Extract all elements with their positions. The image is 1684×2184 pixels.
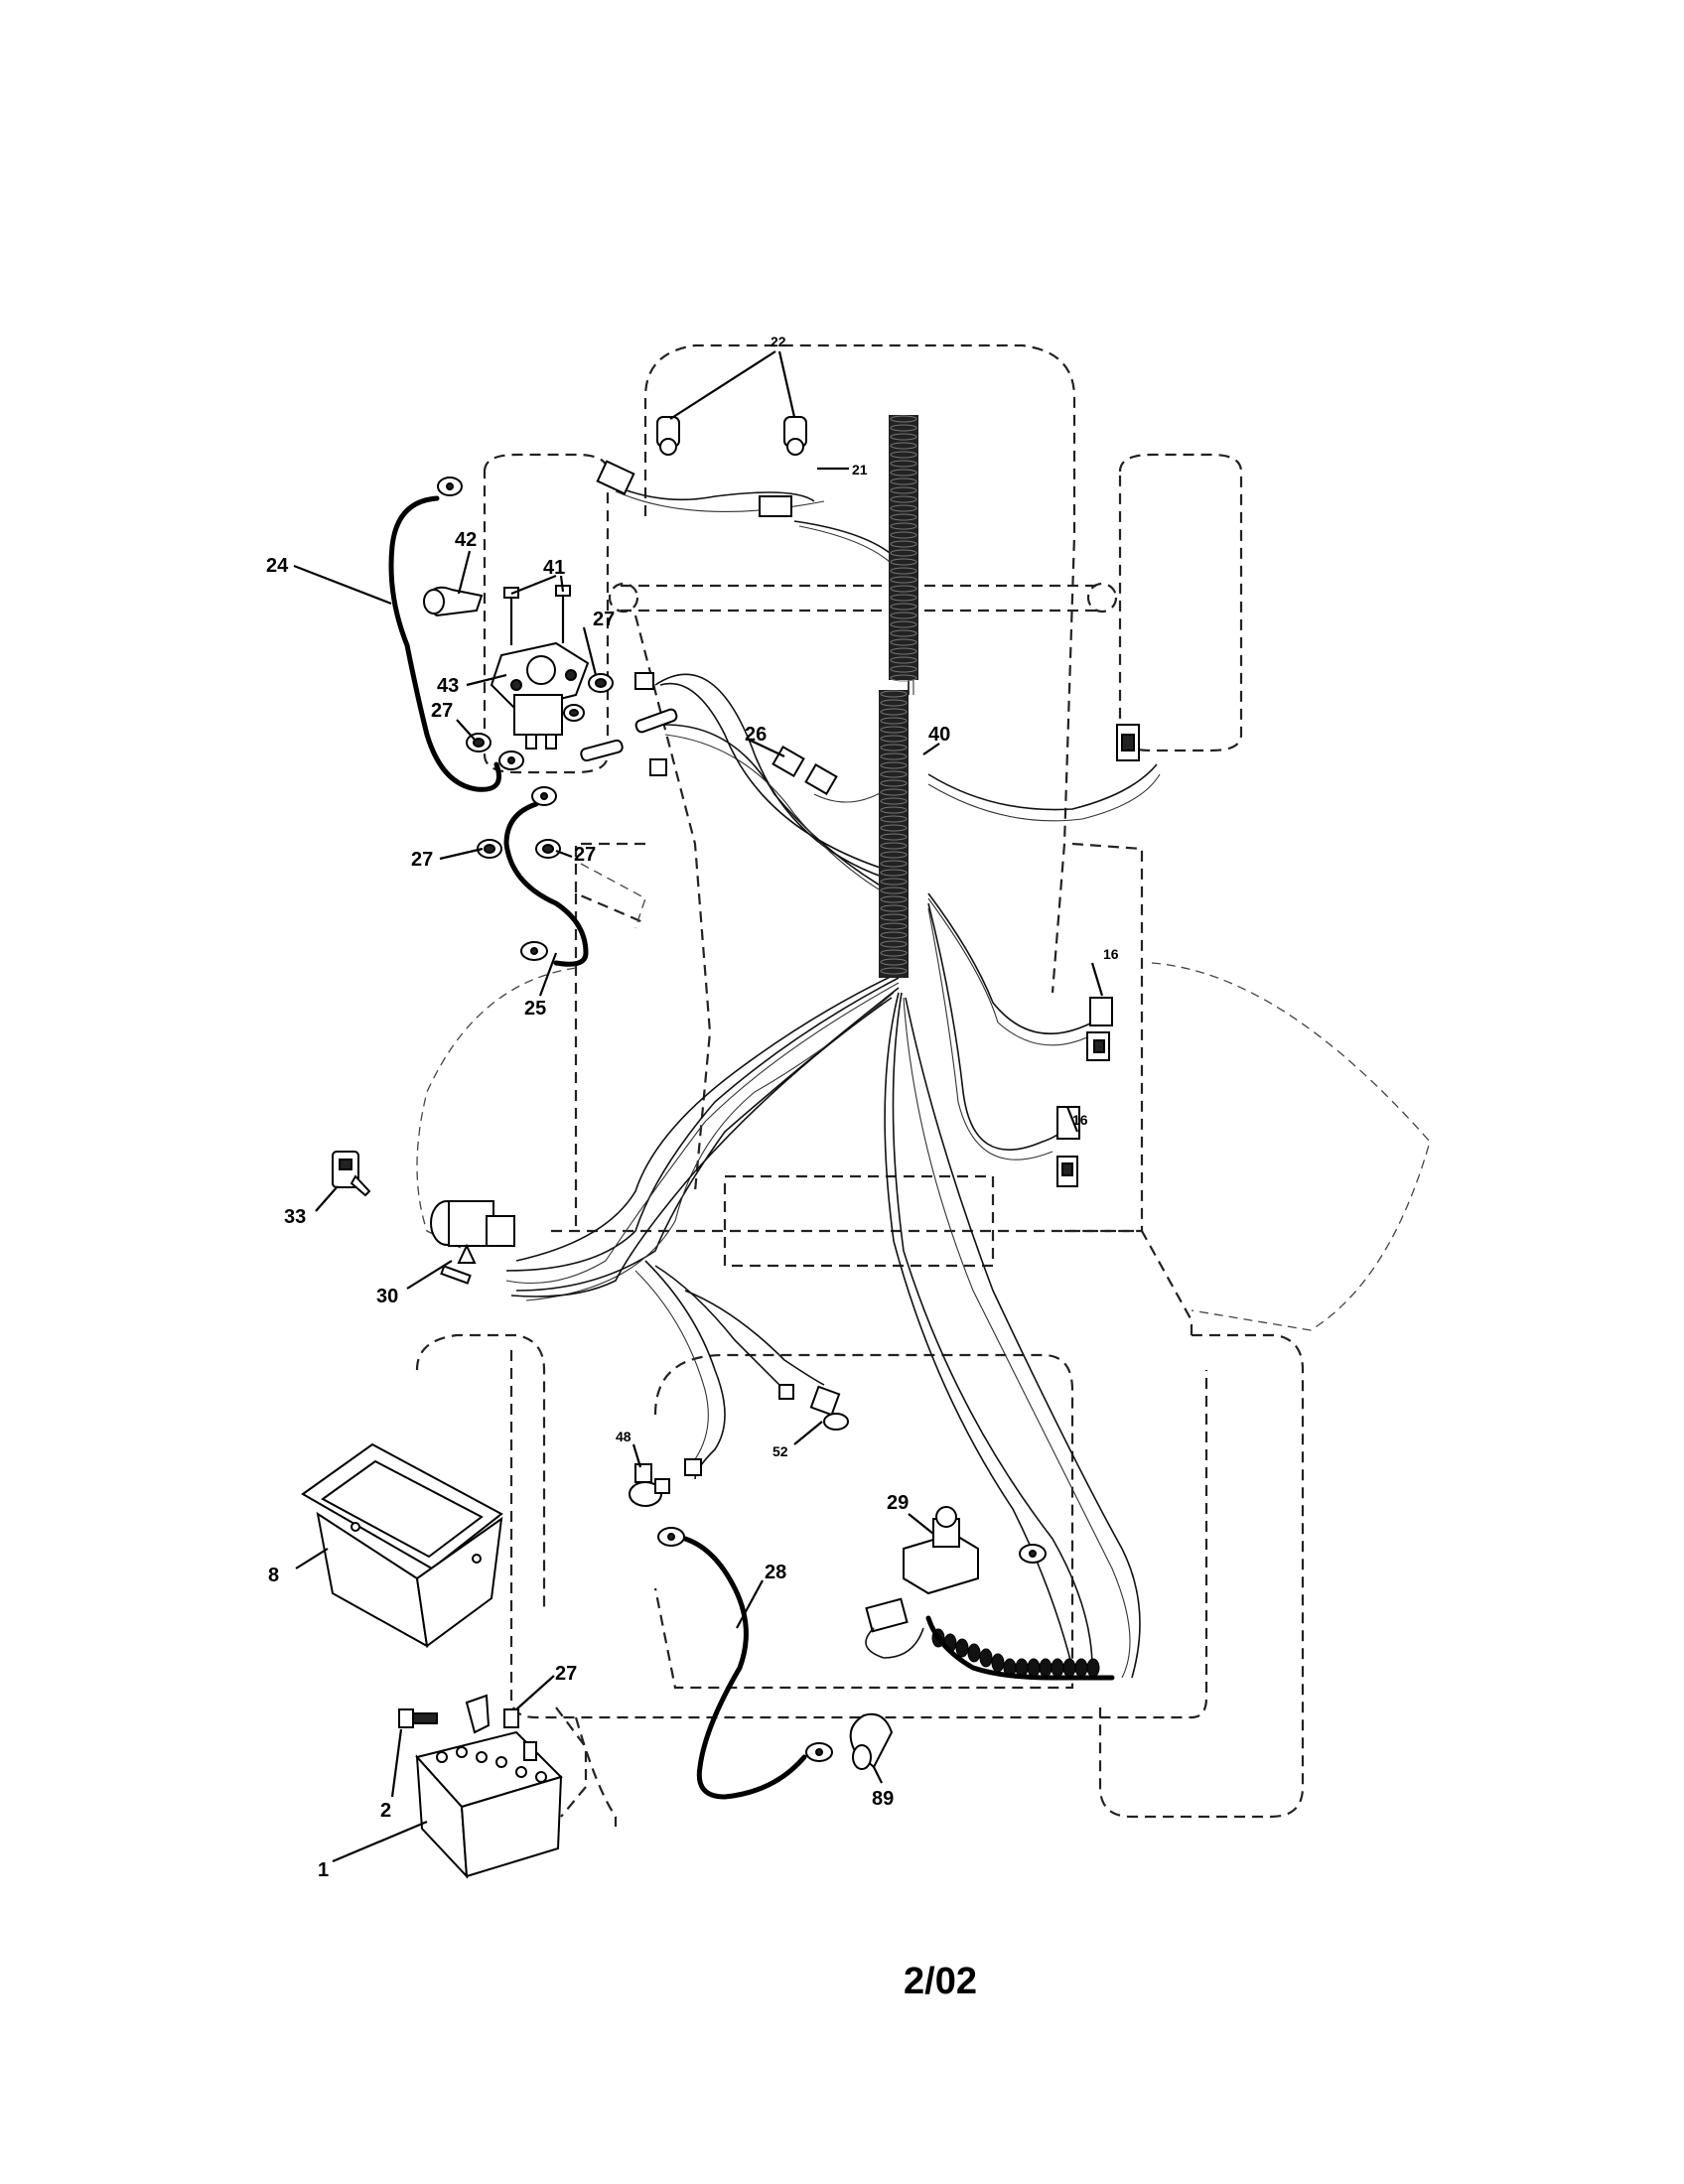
battery-bolt xyxy=(398,1708,438,1728)
nut xyxy=(535,839,561,859)
headlight-plug xyxy=(759,495,792,517)
harness-loom xyxy=(879,415,1100,1678)
terminal-boot-89 xyxy=(849,1712,894,1770)
callout-40: 40 xyxy=(928,724,950,746)
callout-22: 22 xyxy=(771,334,786,349)
callouts: 22 21 24 42 41 43 27 27 27 27 26 40 25 1… xyxy=(266,334,1119,1881)
callout-43: 43 xyxy=(437,675,459,697)
ignition-switch xyxy=(430,1200,515,1285)
callout-27-lower-right: 27 xyxy=(574,844,596,866)
headlight-bulb-right xyxy=(783,416,807,456)
callout-27-right: 27 xyxy=(593,609,615,630)
tail-connector xyxy=(1116,724,1140,761)
wiring-harness xyxy=(505,485,1161,1679)
callout-24: 24 xyxy=(266,555,289,577)
callout-41: 41 xyxy=(543,557,565,579)
switch-52 xyxy=(778,1384,849,1431)
callout-52: 52 xyxy=(772,1443,788,1459)
date-code: 2/02 xyxy=(904,1961,977,2002)
ring-terminal xyxy=(531,786,557,806)
seat-switch xyxy=(865,1506,979,1659)
starter-solenoid xyxy=(490,641,590,750)
ring-terminal xyxy=(657,1527,685,1547)
ring-terminal xyxy=(520,941,548,961)
connector-26 xyxy=(772,745,838,796)
callout-26: 26 xyxy=(745,724,767,746)
ring-terminal xyxy=(498,751,524,770)
callout-30: 30 xyxy=(376,1286,398,1307)
callout-89: 89 xyxy=(872,1788,894,1810)
headlight-harness-connector xyxy=(596,460,635,495)
callout-28: 28 xyxy=(765,1562,786,1583)
callout-27-lower-left: 27 xyxy=(411,849,433,871)
light-socket xyxy=(629,1458,702,1507)
callout-27-battery: 27 xyxy=(555,1663,577,1685)
ignition-key xyxy=(332,1151,371,1197)
callout-29: 29 xyxy=(887,1492,909,1514)
callout-25: 25 xyxy=(524,998,546,1020)
callout-1: 1 xyxy=(318,1859,329,1881)
ring-terminal xyxy=(1019,1544,1047,1564)
callout-8: 8 xyxy=(268,1565,279,1586)
leader-lines xyxy=(293,350,1104,1863)
battery-terminal-cover xyxy=(465,1694,519,1734)
connector-16-upper xyxy=(1086,997,1113,1061)
nut xyxy=(563,704,585,722)
nut xyxy=(466,733,491,752)
nut xyxy=(477,839,502,859)
harness-clip xyxy=(649,758,667,776)
headlight-bulb-left xyxy=(656,416,680,456)
fender-outline xyxy=(416,863,1431,1331)
callout-21: 21 xyxy=(852,462,868,478)
fuse-holder xyxy=(634,708,678,734)
callout-2: 2 xyxy=(380,1800,391,1822)
callout-16-upper: 16 xyxy=(1103,946,1119,962)
fuse-holder xyxy=(580,739,624,762)
battery xyxy=(415,1730,563,1879)
harness-clip xyxy=(634,672,654,690)
ring-terminal xyxy=(805,1742,833,1762)
solenoid-screws xyxy=(503,585,571,645)
battery-cables xyxy=(388,495,1115,1800)
ring-terminal xyxy=(437,477,463,496)
connector-16-lower xyxy=(1056,1106,1080,1187)
callout-48: 48 xyxy=(616,1429,632,1444)
terminal-boot xyxy=(423,586,484,617)
callout-27-left: 27 xyxy=(431,700,453,722)
callout-42: 42 xyxy=(455,529,477,551)
callout-33: 33 xyxy=(284,1206,306,1228)
battery-tray xyxy=(301,1442,503,1648)
parts xyxy=(301,416,1140,1879)
nut xyxy=(588,673,614,693)
callout-16-lower: 16 xyxy=(1072,1112,1088,1128)
